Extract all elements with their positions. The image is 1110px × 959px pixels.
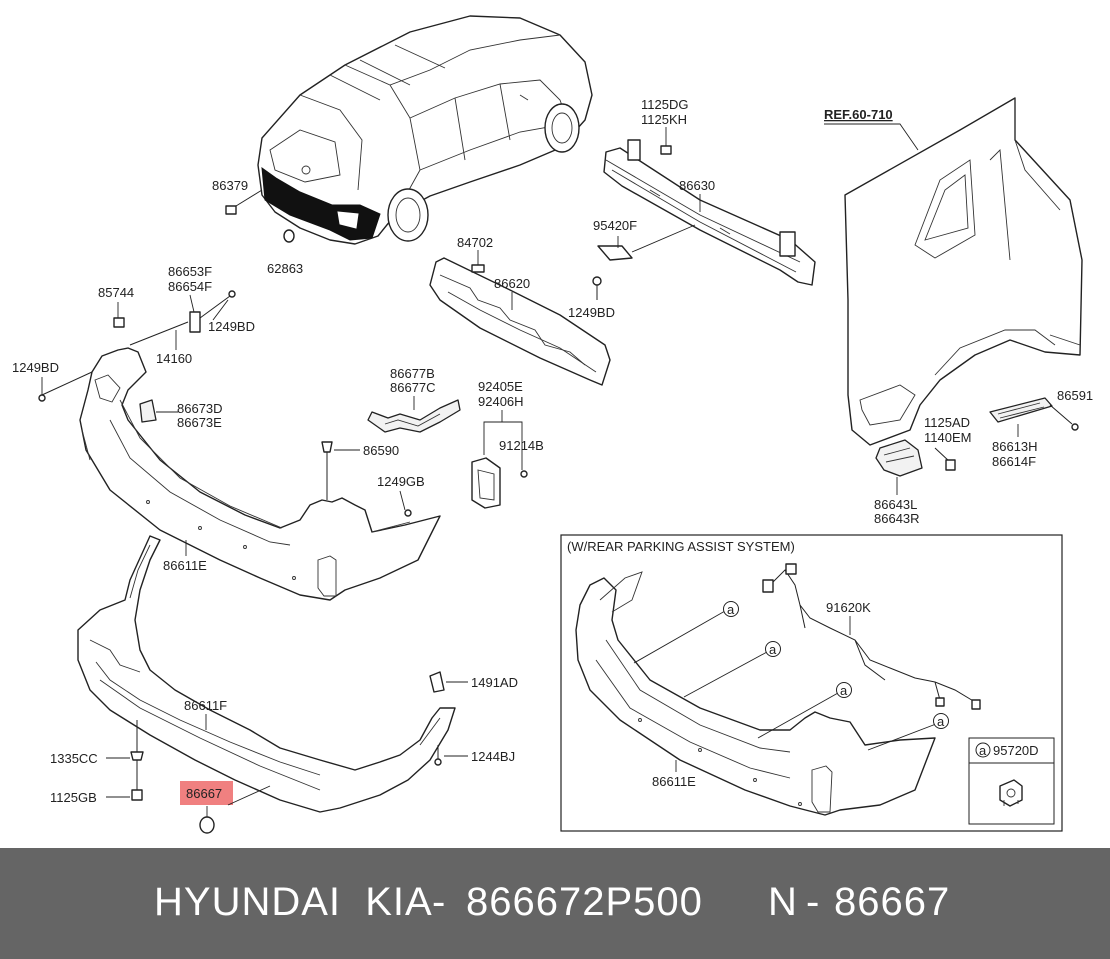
part-14160: 14160	[129, 321, 192, 366]
footer-brand: HYUNDAI KIA	[154, 880, 433, 924]
label-86591: 86591	[1057, 388, 1093, 403]
parts-diagram: 86379 62863 1125DG 1125KH 86630 95420F 1…	[12, 15, 1094, 834]
label-85744: 85744	[98, 285, 134, 300]
label-91620K: 91620K	[826, 600, 871, 615]
label-91214B: 91214B	[499, 438, 544, 453]
footer-ref-separator: -	[806, 880, 821, 924]
label-92405E: 92405E	[478, 379, 523, 394]
label-1249BD-c: 1249BD	[12, 360, 59, 375]
footer-ref-prefix: N	[768, 880, 798, 924]
part-86613H: 86591 86613H 86614F	[989, 388, 1093, 469]
sensor-95720D-icon	[999, 779, 1023, 807]
label-1125DG: 1125DG	[641, 97, 688, 112]
label-86611F: 86611F	[184, 698, 227, 713]
label-86654F: 86654F	[168, 279, 212, 294]
part-62863: 62863	[267, 229, 303, 276]
label-ref-60-710: REF.60-710	[824, 107, 893, 122]
label-84702: 84702	[457, 235, 493, 250]
part-1249GB: 1249GB	[377, 474, 425, 517]
footer-bar: HYUNDAI KIA - 866672P500 N - 86667	[0, 848, 1110, 959]
part-quarter-panel: REF.60-710	[824, 97, 1083, 446]
callout-a-2: a	[769, 642, 777, 657]
vehicle-illustration	[257, 15, 593, 245]
part-1335CC: 1335CC 1125GB	[50, 720, 144, 805]
label-86590: 86590	[363, 443, 399, 458]
part-1244BJ: 1244BJ	[434, 745, 515, 766]
part-86677B: 86677B 86677C	[367, 366, 461, 433]
label-86614F: 86614F	[992, 454, 1036, 469]
part-92405E: 92405E 92406H 91214B	[471, 379, 544, 509]
label-86677B: 86677B	[390, 366, 435, 381]
label-86611E-b: 86611E	[652, 774, 696, 789]
label-86643L: 86643L	[874, 497, 917, 512]
part-86590: 86590	[321, 441, 399, 500]
part-86643L: 86643L 86643R	[874, 439, 923, 526]
part-1125AD: 1125AD 1140EM	[924, 415, 971, 471]
label-92406H: 92406H	[478, 394, 524, 409]
part-86611E-upper-bumper: 86611E	[79, 347, 441, 601]
highlight-86667	[180, 781, 233, 805]
callout-a-3: a	[840, 683, 848, 698]
label-1140EM: 1140EM	[924, 430, 971, 445]
label-86620: 86620	[494, 276, 530, 291]
label-95420F: 95420F	[593, 218, 637, 233]
label-1249GB: 1249GB	[377, 474, 425, 489]
label-1125GB: 1125GB	[50, 790, 97, 805]
label-86630: 86630	[679, 178, 715, 193]
inset-title: (W/REAR PARKING ASSIST SYSTEM)	[567, 539, 795, 554]
part-1491AD: 1491AD	[429, 671, 518, 693]
inset-rear-parking-assist: (W/REAR PARKING ASSIST SYSTEM) 86611E 91…	[560, 534, 1063, 832]
label-62863: 62863	[267, 261, 303, 276]
part-85744: 85744	[98, 285, 134, 328]
label-1335CC: 1335CC	[50, 751, 98, 766]
part-86620-absorber: 84702 86620	[429, 235, 611, 386]
footer-ref: 86667	[834, 880, 951, 924]
callout-a-4: a	[937, 714, 945, 729]
label-86379: 86379	[212, 178, 248, 193]
label-1244BJ: 1244BJ	[471, 749, 515, 764]
footer-part-number: 866672P500	[466, 880, 703, 924]
part-86673D: 86673D 86673E	[139, 399, 223, 430]
label-86677C: 86677C	[390, 380, 436, 395]
label-86667: 86667	[186, 786, 222, 801]
label-1491AD: 1491AD	[471, 675, 518, 690]
part-1249BD-c: 1249BD	[12, 360, 93, 402]
legend-callout-a: a	[979, 743, 987, 758]
label-86673E: 86673E	[177, 415, 222, 430]
label-1125KH: 1125KH	[641, 112, 687, 127]
part-86611F-lower-bumper: 86611F	[77, 535, 456, 813]
label-1249BD-a: 1249BD	[568, 305, 615, 320]
part-86379: 86379	[212, 178, 263, 215]
callout-a-1: a	[727, 602, 735, 617]
parts-diagram-svg: 86379 62863 1125DG 1125KH 86630 95420F 1…	[12, 15, 1093, 834]
part-86630-beam: 1125DG 1125KH 86630	[603, 97, 816, 286]
label-86611E-a: 86611E	[163, 558, 207, 573]
label-86673D: 86673D	[177, 401, 223, 416]
label-86613H: 86613H	[992, 439, 1038, 454]
part-86653F: 86653F 86654F 1249BD	[168, 264, 255, 334]
label-86653F: 86653F	[168, 264, 212, 279]
footer-separator: -	[432, 880, 447, 924]
part-95420F: 95420F 1249BD	[568, 218, 696, 320]
label-14160: 14160	[156, 351, 192, 366]
label-1125AD: 1125AD	[924, 415, 970, 430]
label-86643R: 86643R	[874, 511, 920, 526]
label-1249BD-b: 1249BD	[208, 319, 255, 334]
label-95720D: 95720D	[993, 743, 1039, 758]
part-86667: 86667	[180, 781, 271, 834]
